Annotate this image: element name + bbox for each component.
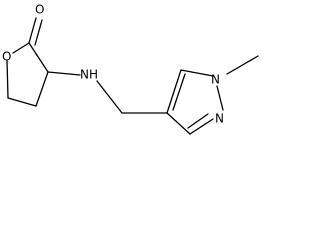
- bond-ringO-C2: [12, 42, 30, 54]
- pyrazole-n2-label: N: [215, 112, 224, 126]
- bond-C4-C5: [7, 97, 37, 107]
- amine-label: NH: [80, 68, 98, 82]
- pyrazole-n1-label: N: [211, 73, 220, 87]
- bond-C5-N1: [180, 69, 214, 77]
- bond-C2-C3: [28, 42, 49, 73]
- bond-N1-N2: [216, 85, 224, 111]
- bond-C4-C5pz-inner: [172, 73, 186, 111]
- bond-C4-C5pz: [166, 69, 182, 114]
- atom-labels: O O NH N N: [2, 3, 224, 126]
- ring-oxygen-label: O: [2, 50, 11, 64]
- bond-N2-C3-inner: [187, 113, 209, 129]
- linker: [47, 71, 168, 114]
- structure-diagram: O O NH N N: [2, 3, 259, 135]
- bond-C3-N: [47, 71, 81, 76]
- bond-N1-methyl: [226, 55, 259, 75]
- bond-C3-C4: [35, 71, 49, 107]
- bond-N-CH2: [96, 80, 123, 114]
- bond-C5-ringO: [6, 59, 9, 99]
- bond-carbonyl-b: [34, 19, 43, 46]
- pyrazole-ring: [166, 55, 259, 135]
- bond-C3-C4pz: [166, 112, 191, 135]
- molecule-canvas: O O NH N N: [2, 3, 259, 135]
- carbonyl-oxygen-label: O: [35, 3, 44, 17]
- bond-N2-C3: [189, 118, 214, 135]
- bond-carbonyl-a: [28, 17, 37, 44]
- lactone-ring: [6, 17, 49, 107]
